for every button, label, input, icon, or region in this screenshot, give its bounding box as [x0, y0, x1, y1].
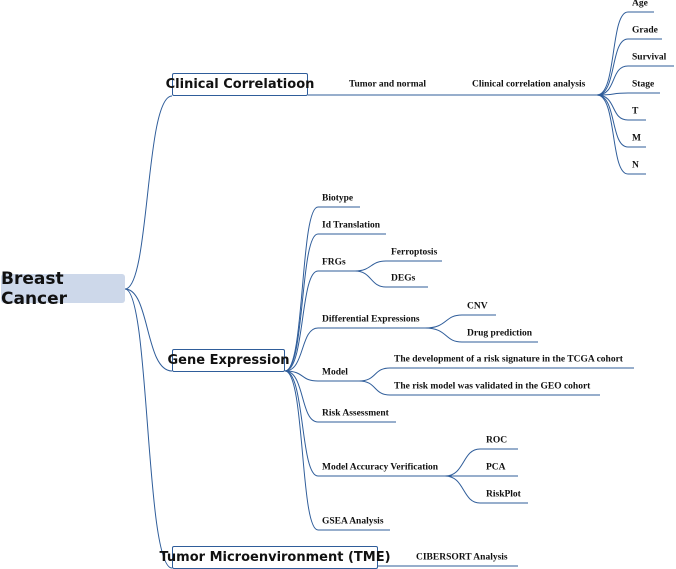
leaf-age: Age	[632, 0, 648, 9]
leaf-grade: Grade	[632, 25, 658, 36]
connector-root-tme	[124, 288, 173, 569]
label-ferroptosis: Ferroptosis	[391, 247, 438, 258]
label-risk-assessment: Risk Assessment	[322, 408, 389, 419]
connector-gene-idtranslation	[284, 233, 386, 372]
connector-leaf-m	[596, 94, 646, 148]
branch-clinical-correlation: Clinical Correlatioon	[166, 73, 314, 96]
connector-gene-frgs	[284, 270, 358, 372]
label-drug-prediction: Drug prediction	[467, 328, 533, 339]
label-clinical-correlation-analysis: Clinical correlation analysis	[472, 79, 586, 90]
connector-gene-model	[284, 370, 362, 382]
connector-acc-roc	[444, 448, 518, 477]
label-roc: ROC	[486, 435, 508, 446]
label-id-translation: Id Translation	[322, 220, 380, 231]
root-topic-breast-cancer: Breast Cancer	[1, 269, 125, 309]
leaf-stage: Stage	[632, 79, 655, 90]
label-degs: DEGs	[391, 273, 416, 284]
connector-leaf-t	[596, 94, 646, 121]
branch-gene-expression: Gene Expression	[168, 349, 290, 372]
connector-gene-risk	[284, 370, 396, 423]
label-model: Model	[322, 367, 348, 378]
connector-gene-accuracy	[284, 370, 448, 477]
label-biotype: Biotype	[322, 193, 354, 204]
connector-model-geo	[358, 380, 600, 396]
label-frgs: FRGs	[322, 257, 346, 268]
label-tumor-and-normal: Tumor and normal	[349, 79, 427, 90]
connector-root-clinical	[124, 95, 173, 290]
connector-leaf-survival	[596, 65, 674, 96]
connector-gene-diffexpr	[284, 327, 428, 372]
connector-gene-gsea	[284, 370, 390, 531]
connector-acc-riskplot	[444, 475, 528, 504]
label-risk-model-geo: The risk model was validated in the GEO …	[394, 381, 591, 392]
label-riskplot: RiskPlot	[486, 489, 521, 500]
connector-diff-cnv	[424, 314, 496, 329]
connector-frgs-degs	[354, 270, 428, 288]
connector-leaf-age	[596, 11, 654, 96]
leaf-m: M	[632, 133, 641, 144]
label-model-accuracy-verification: Model Accuracy Verification	[322, 462, 439, 473]
label-gsea-analysis: GSEA Analysis	[322, 516, 384, 527]
label-cibersort-analysis: CIBERSORT Analysis	[416, 552, 508, 563]
connector-root-gene	[124, 288, 173, 372]
leaf-n: N	[632, 160, 639, 171]
label-pca: PCA	[486, 462, 506, 473]
connector-leaf-grade	[596, 38, 662, 96]
label-cnv: CNV	[467, 301, 488, 312]
leaf-t: T	[632, 106, 639, 117]
connector-leaf-n	[596, 94, 646, 175]
branch-tumor-microenvironment: Tumor Microenvironment (TME)	[159, 546, 391, 569]
label-risk-signature-tcga: The development of a risk signature in t…	[394, 354, 623, 365]
connector-frgs-ferroptosis	[354, 260, 442, 272]
label-differential-expressions: Differential Expressions	[322, 314, 420, 325]
connector-model-tcga	[358, 367, 634, 382]
connector-diff-drug	[424, 327, 538, 343]
leaf-survival: Survival	[632, 52, 667, 63]
connector-leaf-stage	[596, 92, 660, 96]
